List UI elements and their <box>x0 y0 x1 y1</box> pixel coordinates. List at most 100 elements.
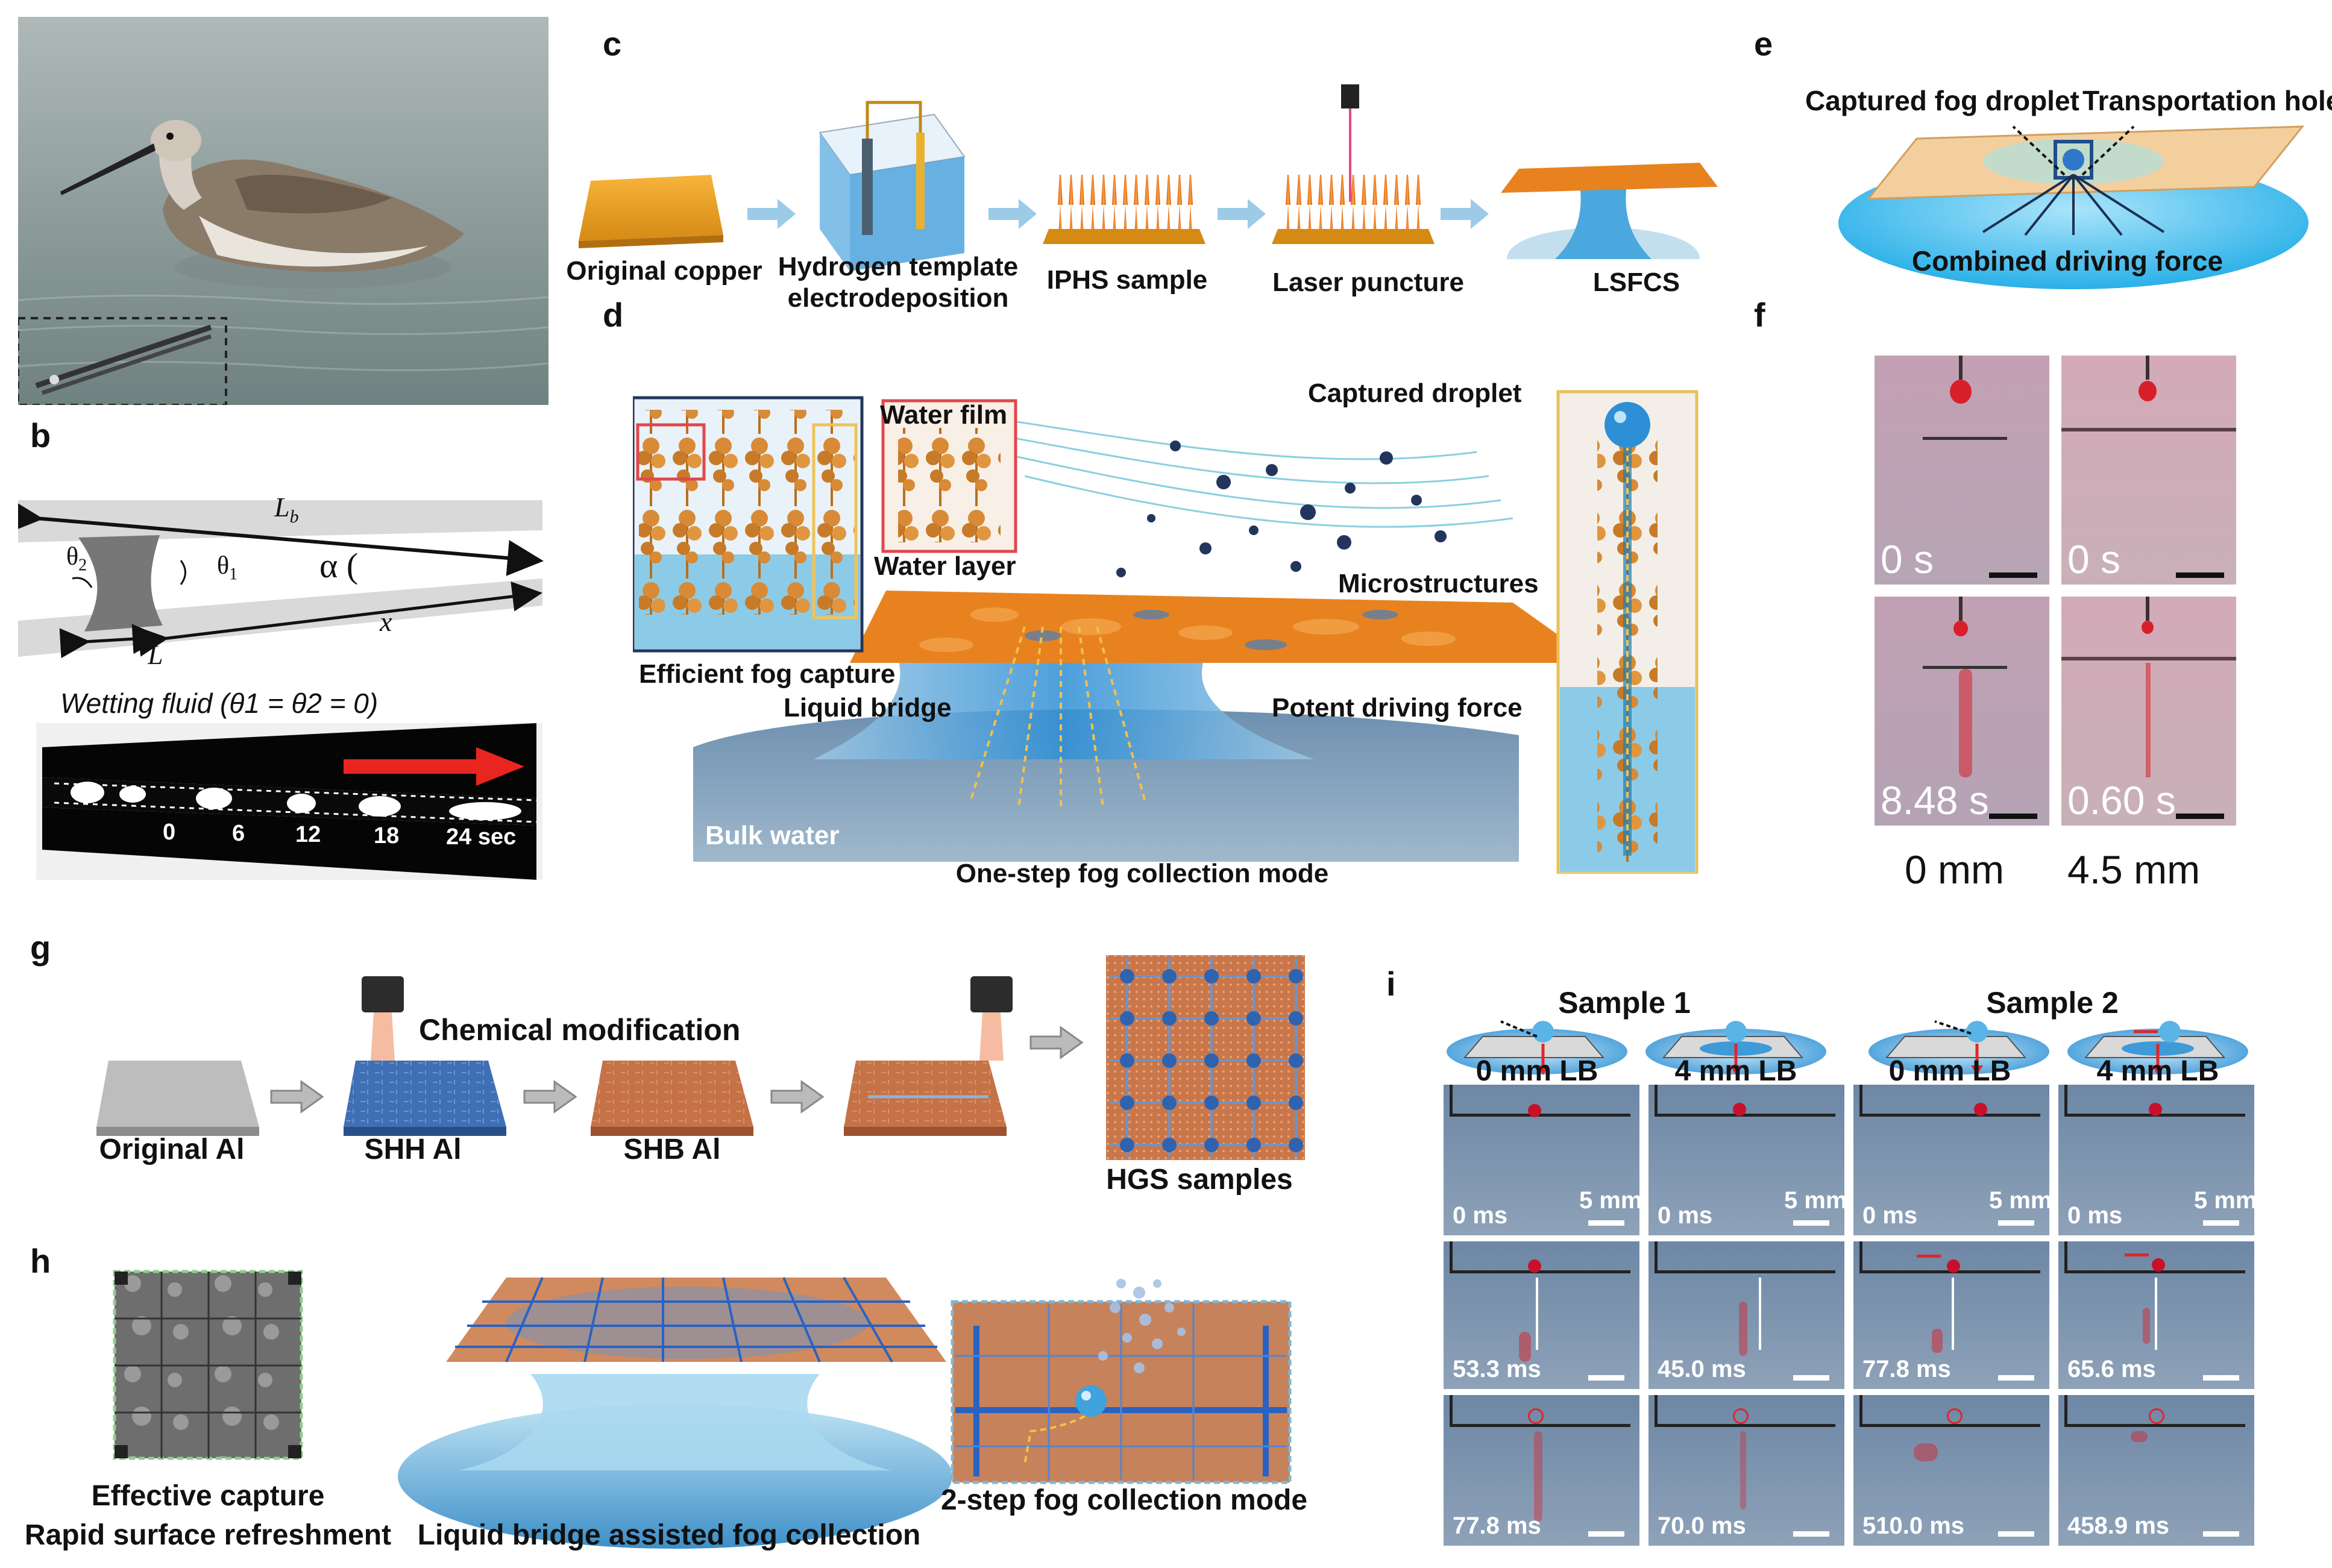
distance-f-2: 4.5 mm <box>2067 847 2201 892</box>
step-laser-puncture: Laser puncture <box>1272 268 1464 297</box>
frame-i-r3c3: 510.0 ms <box>1853 1395 2049 1546</box>
fabrication-flow-g <box>96 955 1305 1160</box>
frame-i-r3c2: 70.0 ms <box>1648 1395 1844 1546</box>
time-label: 0 ms <box>1658 1202 1713 1229</box>
time-tick: 0 <box>163 820 176 845</box>
label-microstructures: Microstructures <box>1338 569 1539 598</box>
panel-label-e: e <box>1754 25 1773 63</box>
label-bulk-water: Bulk water <box>705 821 840 850</box>
time-tick: 6 <box>232 821 245 846</box>
step-shh-al: SHH Al <box>364 1134 462 1165</box>
label-x: x <box>380 606 392 637</box>
panel-label-b: b <box>30 416 51 454</box>
driving-force-diagram <box>1838 125 2308 289</box>
scale-label: 5 mm <box>1784 1187 1847 1214</box>
scale-label: 5 mm <box>2194 1187 2257 1214</box>
fabrication-flow-c <box>579 84 1718 271</box>
bird-photo <box>18 17 548 405</box>
step-lsfcs: LSFCS <box>1592 268 1680 297</box>
distance-f-1: 0 mm <box>1905 847 2004 892</box>
step-shb-al: SHB Al <box>623 1134 721 1165</box>
label-theta2: θ <box>66 543 79 571</box>
sample-schematics <box>1447 1020 2248 1075</box>
frame-i-r2c2: 45.0 ms <box>1648 1241 1844 1389</box>
label-captured-fog-droplet: Captured fog droplet <box>1805 85 2079 116</box>
capillary-diagram <box>18 498 544 880</box>
frame-i-r3c1: 77.8 ms <box>1444 1395 1639 1546</box>
time-label: 77.8 ms <box>1862 1356 1951 1382</box>
frame-i-r2c1: 53.3 ms <box>1444 1241 1639 1389</box>
panel-label-i: i <box>1386 965 1396 1003</box>
time-label: 65.6 ms <box>2067 1356 2156 1382</box>
label-lb-sub: b <box>289 507 299 527</box>
time-label: 458.9 ms <box>2067 1513 2170 1539</box>
label-transportation-hole: Transportation hole <box>2082 85 2332 116</box>
time-tick: 12 <box>295 822 321 847</box>
step-electrodeposition: electrodeposition <box>787 283 1009 313</box>
label-lb: L <box>274 492 290 522</box>
panel-label-h: h <box>30 1242 51 1280</box>
label-effective-capture: Effective capture <box>91 1480 325 1512</box>
frame-i-r1c3: 0 ms 5 mm <box>1853 1085 2052 1235</box>
panel-label-d: d <box>603 296 624 334</box>
step-original-copper: Original copper <box>566 256 762 286</box>
panel-label-f: f <box>1754 296 1765 334</box>
label-potent-driving-force: Potent driving force <box>1272 693 1523 723</box>
step-iphs-sample: IPHS sample <box>1046 265 1208 295</box>
frame-f-3: 8.48 s <box>1875 597 2049 826</box>
panel-label-g: g <box>30 929 51 967</box>
one-step-collection-diagram <box>633 390 1699 874</box>
time-label: 70.0 ms <box>1658 1513 1746 1539</box>
column-label: 4 mm LB <box>2096 1055 2219 1087</box>
label-one-step-mode: One-step fog collection mode <box>955 859 1329 888</box>
step-hydrogen-template: Hydrogen template <box>778 252 1019 281</box>
column-label: 0 mm LB <box>1888 1055 2011 1087</box>
scale-label: 5 mm <box>1989 1187 2052 1214</box>
label-efficient-fog-capture: Efficient fog capture <box>639 659 896 689</box>
column-label: 0 mm LB <box>1476 1055 1598 1087</box>
time-label: 77.8 ms <box>1453 1513 1541 1539</box>
time-label: 45.0 ms <box>1658 1356 1746 1382</box>
time-label: 0 ms <box>1453 1202 1508 1229</box>
label-l: L <box>148 639 163 670</box>
frame-f-2: 0 s <box>2061 356 2236 585</box>
time-f-3: 8.48 s <box>1881 778 1989 823</box>
label-captured-droplet: Captured droplet <box>1308 378 1522 408</box>
time-f-4: 0.60 s <box>2067 778 2176 823</box>
label-chemical-modification: Chemical modification <box>419 1013 741 1047</box>
label-sample-2: Sample 2 <box>1986 986 2119 1020</box>
time-f-2: 0 s <box>2067 537 2121 582</box>
label-theta1-sub: 1 <box>229 565 238 584</box>
step-hgs-samples: HGS samples <box>1106 1164 1293 1196</box>
time-label: 510.0 ms <box>1862 1513 1965 1539</box>
label-alpha: α ( <box>319 546 359 585</box>
scale-label: 5 mm <box>1579 1187 1642 1214</box>
label-combined-driving-force: Combined driving force <box>1911 245 2224 277</box>
label-theta1: θ <box>217 552 230 580</box>
frame-i-r1c2: 0 ms 5 mm <box>1648 1085 1847 1235</box>
frame-i-r2c4: 65.6 ms <box>2058 1241 2254 1389</box>
wetting-fluid-label: Wetting fluid (θ1 = θ2 = 0) <box>60 688 379 719</box>
frame-i-r1c4: 0 ms 5 mm <box>2058 1085 2257 1235</box>
label-water-layer: Water layer <box>874 551 1016 581</box>
label-liquid-bridge: Liquid bridge <box>784 693 952 723</box>
time-label: 0 ms <box>2067 1202 2123 1229</box>
panel-label-c: c <box>603 25 622 63</box>
time-label: 0 ms <box>1862 1202 1918 1229</box>
label-rapid-surface-refreshment: Rapid surface refreshment <box>24 1519 392 1551</box>
label-theta2-sub: 2 <box>78 556 87 575</box>
label-water-film: Water film <box>880 400 1008 430</box>
frame-i-r3c4: 458.9 ms <box>2058 1395 2254 1546</box>
frame-i-r2c3: 77.8 ms <box>1853 1241 2049 1389</box>
frame-f-1: 0 s <box>1875 356 2049 585</box>
frame-i-r1c1: 0 ms 5 mm <box>1444 1085 1642 1235</box>
frame-f-4: 0.60 s <box>2061 597 2236 826</box>
column-label: 4 mm LB <box>1674 1055 1797 1087</box>
time-tick: 18 <box>374 823 400 848</box>
label-sample-1: Sample 1 <box>1558 986 1691 1020</box>
label-liquid-bridge-assisted: Liquid bridge assisted fog collection <box>417 1519 921 1551</box>
time-tick: 24 sec <box>446 824 517 850</box>
label-two-step-mode: 2-step fog collection mode <box>940 1484 1308 1516</box>
step-original-al: Original Al <box>99 1134 245 1165</box>
time-label: 53.3 ms <box>1453 1356 1541 1382</box>
